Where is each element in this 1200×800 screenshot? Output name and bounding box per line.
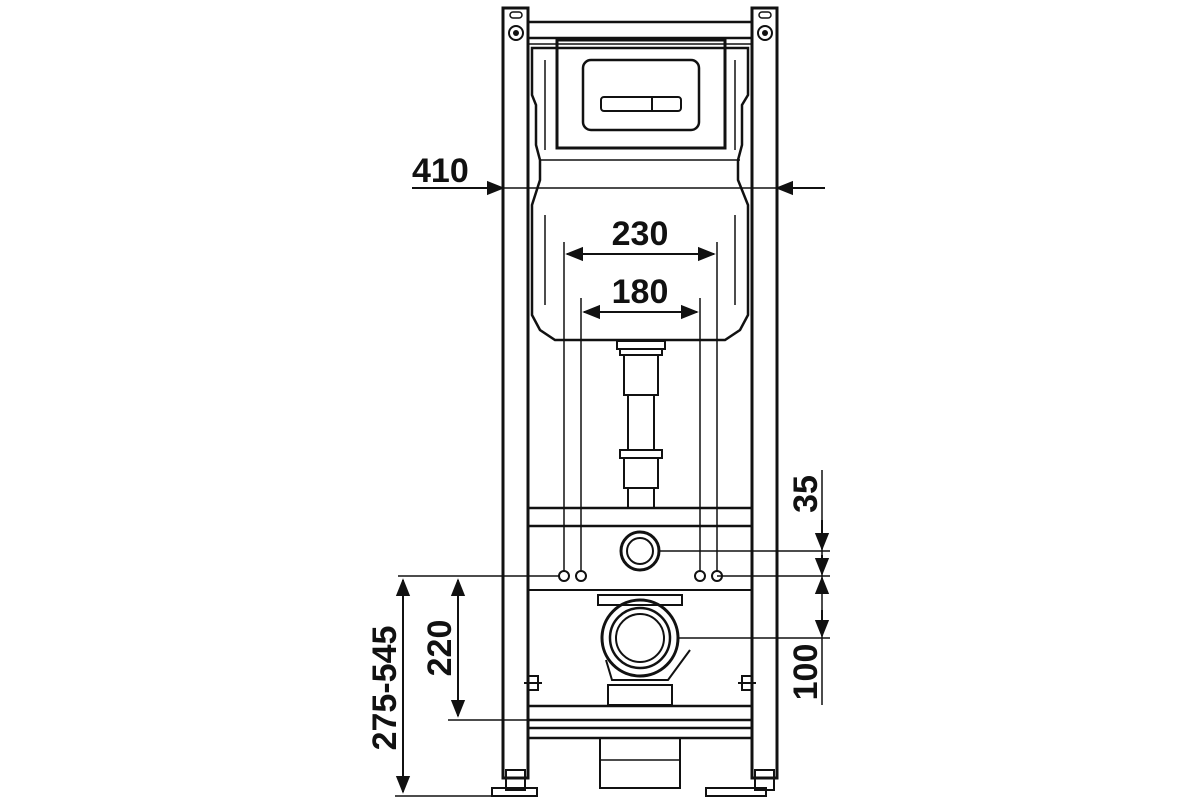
dim-outer-spacing: 230 [563, 215, 718, 572]
waste-outlet [597, 594, 691, 706]
flush-plate [555, 38, 727, 150]
mount-hole-icon [508, 11, 773, 41]
dim-label-frame-width: 410 [412, 152, 469, 190]
dim-label-upper-offset: 35 [787, 475, 825, 513]
dim-label-fixing-height: 220 [421, 620, 459, 677]
mounting-studs [558, 570, 723, 582]
dim-vertical-left: 220 275-545 [366, 575, 560, 797]
dim-label-outer-spacing: 230 [612, 215, 669, 253]
dim-frame-width: 410 [412, 152, 825, 196]
left-upright [491, 6, 538, 797]
flush-button-icon [600, 96, 682, 112]
cistern [530, 46, 750, 342]
dim-label-inner-spacing: 180 [612, 273, 669, 311]
middle-rail [526, 506, 754, 591]
dim-label-drain-offset: 100 [787, 644, 825, 701]
top-rail [526, 20, 754, 45]
right-upright [705, 6, 779, 797]
dim-vertical-right: 35 100 [660, 470, 830, 705]
dim-inner-spacing: 180 [580, 273, 701, 572]
bottom-rail [526, 704, 754, 789]
adjustment-bolts [524, 675, 756, 691]
flush-pipe [616, 340, 666, 509]
dim-label-height-range: 275-545 [366, 626, 404, 751]
